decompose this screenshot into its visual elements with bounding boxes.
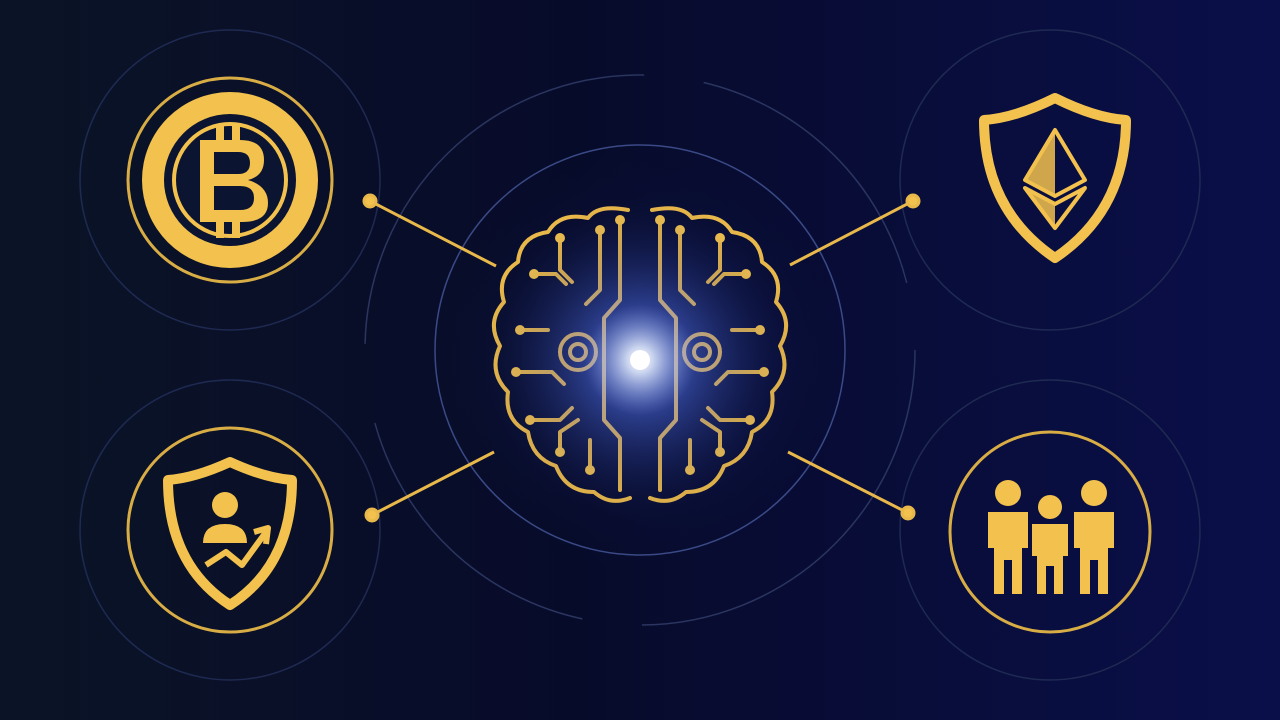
central-light-core	[630, 350, 650, 370]
user-group-icon	[948, 430, 1152, 634]
orbit-rings	[79, 29, 1201, 681]
shield-user-growth-icon	[126, 426, 334, 634]
bitcoin-coin-icon	[126, 76, 334, 284]
connector-lines	[362, 193, 921, 523]
shield-ethereum-icon	[979, 93, 1131, 263]
